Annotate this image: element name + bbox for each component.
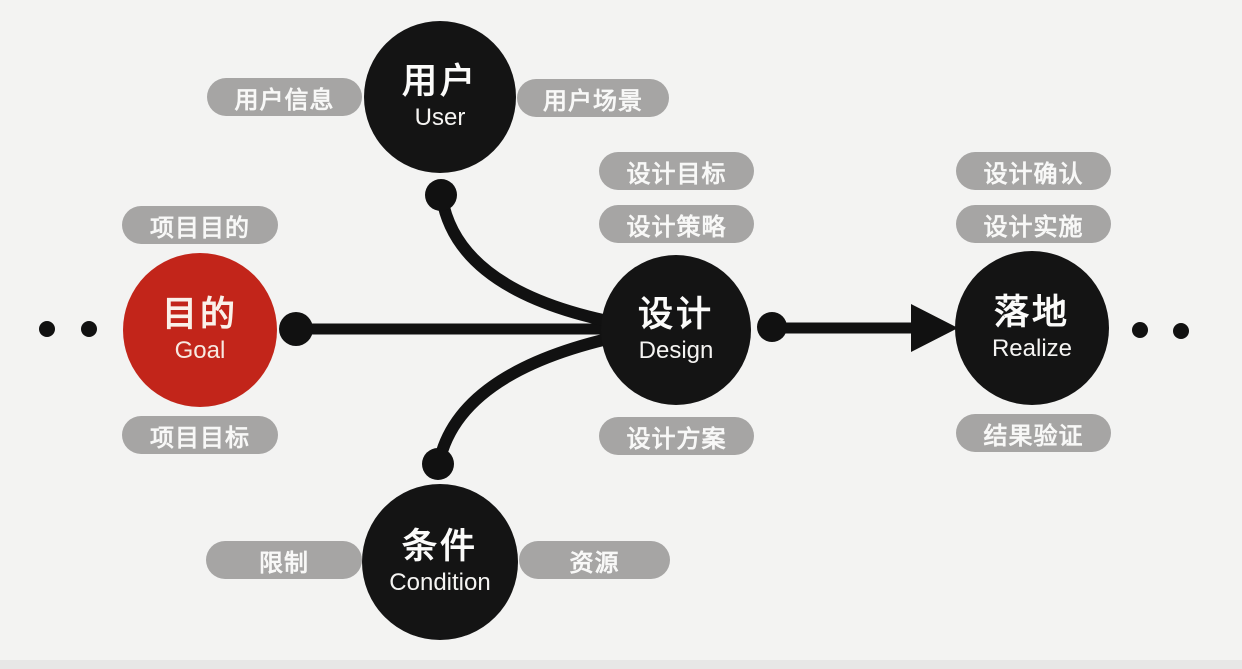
node-goal-title: 目的 <box>161 295 238 335</box>
node-user-subtitle: User <box>414 103 466 131</box>
pill-limitation: 限制 <box>206 541 362 579</box>
pill-result-verify: 结果验证 <box>956 414 1111 452</box>
pill-design-implement: 设计实施 <box>956 205 1111 243</box>
pill-project-goal: 项目目标 <box>122 416 278 454</box>
node-realize: 落地 Realize <box>955 251 1109 405</box>
continuation-dots-left-icon <box>39 321 97 337</box>
goal-joint-dot <box>279 312 313 346</box>
node-condition-title: 条件 <box>401 527 478 567</box>
pill-resource: 资源 <box>519 541 670 579</box>
condition-joint-dot <box>422 448 454 480</box>
pill-project-purpose: 项目目的 <box>122 206 278 244</box>
node-design: 设计 Design <box>601 255 751 405</box>
pill-design-confirm: 设计确认 <box>956 152 1111 190</box>
user-to-design-curve <box>436 196 641 333</box>
node-design-subtitle: Design <box>638 336 714 364</box>
arrow-right-icon <box>911 304 958 352</box>
node-user-title: 用户 <box>401 62 478 102</box>
continuation-dots-right-icon <box>1132 322 1189 339</box>
node-goal: 目的 Goal <box>123 253 277 407</box>
pill-design-strategy: 设计策略 <box>599 205 754 243</box>
node-realize-title: 落地 <box>993 293 1070 333</box>
condition-to-design-curve <box>433 326 642 465</box>
bottom-edge-strip <box>0 660 1242 669</box>
pill-design-goal: 设计目标 <box>599 152 754 190</box>
pill-user-scenario: 用户场景 <box>517 79 669 117</box>
pill-design-plan: 设计方案 <box>599 417 754 455</box>
node-design-title: 设计 <box>637 295 714 335</box>
node-user: 用户 User <box>364 21 516 173</box>
pill-user-info: 用户信息 <box>207 78 362 116</box>
node-condition: 条件 Condition <box>362 484 518 640</box>
node-condition-subtitle: Condition <box>389 568 491 596</box>
design-joint-dot <box>757 312 787 342</box>
node-realize-subtitle: Realize <box>991 334 1073 362</box>
node-goal-subtitle: Goal <box>174 336 226 364</box>
user-joint-dot <box>425 179 457 211</box>
